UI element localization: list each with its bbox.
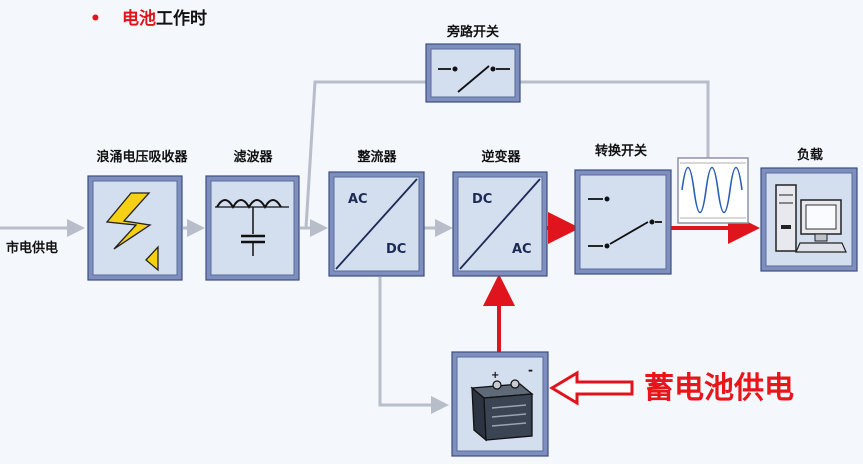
active-paths xyxy=(483,212,760,355)
computer-icon xyxy=(775,184,847,253)
inverter-label: 逆变器 xyxy=(481,149,521,165)
surge-absorber-label: 浪涌电压吸收器 xyxy=(96,149,188,165)
rectifier-block: AC DC xyxy=(328,171,425,277)
load-label: 负载 xyxy=(797,147,823,163)
battery-supply-callout: 蓄电池供电 xyxy=(644,371,794,406)
filter-block xyxy=(205,175,300,281)
lightning-icon xyxy=(105,192,152,250)
header-title: 电池工作时 xyxy=(122,8,207,29)
bypass-output-line xyxy=(520,80,710,158)
mains-supply-label: 市电供电 xyxy=(6,240,58,256)
rectifier-input-ac: AC xyxy=(348,192,368,207)
rectifier-label: 整流器 xyxy=(356,149,397,165)
inactive-paths xyxy=(0,80,710,414)
inverter-input-dc: DC xyxy=(472,192,492,207)
battery-minus-sign: - xyxy=(528,363,533,377)
surge-absorber-block xyxy=(87,175,183,281)
load-block xyxy=(760,167,858,272)
battery-block: + - xyxy=(451,351,549,457)
bypass-switch-label: 旁路开关 xyxy=(446,24,499,40)
header-title-rest: 工作时 xyxy=(156,8,207,29)
lightning-tail-icon xyxy=(145,245,159,272)
battery-icon xyxy=(470,379,534,442)
callout-arrow-icon xyxy=(549,370,634,406)
inverter-output-ac: AC xyxy=(512,242,532,257)
transfer-switch-label: 转换开关 xyxy=(595,143,647,159)
switch-contact-icon xyxy=(609,221,649,245)
header-bullet: • xyxy=(90,9,101,29)
sine-waveform-icon xyxy=(677,157,749,224)
bypass-switch-block xyxy=(425,43,521,103)
rectifier-to-battery-line xyxy=(378,277,449,414)
header-title-highlight: 电池 xyxy=(122,8,156,29)
bypass-contact-icon xyxy=(457,65,490,93)
transfer-switch-block xyxy=(574,169,672,275)
inverter-block: DC AC xyxy=(452,171,548,277)
filter-label: 滤波器 xyxy=(233,149,273,165)
battery-plus-sign: + xyxy=(491,370,499,381)
bypass-input-line xyxy=(304,80,426,229)
rectifier-output-dc: DC xyxy=(386,242,406,257)
